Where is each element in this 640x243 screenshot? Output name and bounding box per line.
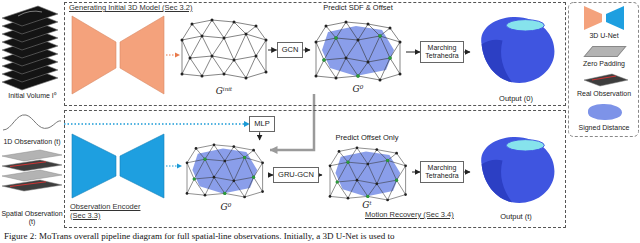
graph: G⁰ [182,140,270,212]
process-box: Marching Tetrahedra [420,161,464,183]
node-label: Output (t) [500,213,532,222]
node-label: Output (0) [499,95,533,104]
graph: Predict Offset OnlyGᵗ [322,134,412,210]
legend-swatch [588,104,622,120]
connector [464,52,470,53]
node-label: MLP [254,120,269,129]
signal-curve [3,115,61,130]
mesh-output: Output (0) [470,8,562,104]
figure-caption: Figure 2: MoTrans overall pipeline diagr… [4,231,636,242]
connector [406,52,420,53]
volume-stack [2,6,58,90]
legend-label: Real Observation [568,90,640,98]
connector [268,50,277,51]
node-label: Gᵗ [362,200,371,210]
node-label: G⁰ [221,202,232,212]
node-label: Observation Encoder (Sec 3.3) [70,203,150,220]
graph: Predict SDF & OffsetG⁰ [310,4,406,94]
mesh-output: Output (t) [470,128,562,222]
node-label: Spatial Observation (t) [0,210,64,226]
connector [319,175,322,176]
process-box: Marching Tetrahedra [420,41,464,63]
connector [259,132,260,140]
legend-frame [569,3,639,137]
stage-group: Generating Initial 3D Model (Sec 3.2) Gⁱⁿ… [64,2,566,106]
process-box: GRU-GCN [273,167,319,184]
node-label: Marching Tetrahedra [423,44,461,60]
node-label: 1D Observation (t) [3,138,60,146]
node-label: Gⁱⁿⁱᵗ [216,86,233,96]
node-label: GRU-GCN [278,171,314,180]
node-label: Predict Offset Only [336,134,399,143]
node-label: Marching Tetrahedra [423,164,461,180]
connector [270,94,314,150]
process-box: MLP [249,116,274,133]
connector [464,172,470,173]
unet-blue [72,134,164,198]
legend-label: 3D U-Net [568,32,640,40]
node-label: Motion Recovery (Sec 3.4) [365,211,454,220]
connector [64,123,249,124]
node-label: Generating Initial 3D Model (Sec 3.2) [69,4,192,13]
connector [303,50,310,51]
volume-figure: Initial Volume I⁰ [0,2,64,100]
graph: Gⁱⁿⁱᵗ [180,16,268,96]
connector [412,172,420,173]
legend-swatch [583,46,626,57]
signal-figure: 1D Observation (t) [0,108,64,146]
node-label: GCN [282,46,299,55]
stage-group: Observation Encoder (Sec 3.3) Motion Reco… [64,110,566,228]
observation-stack [2,150,62,191]
node-label: Predict SDF & Offset [323,4,392,13]
unet-orange [72,16,164,94]
observation-figure: Spatial Observation (t) [0,148,64,226]
process-box: GCN [277,42,304,59]
node-label: Initial Volume I⁰ [8,92,56,100]
legend-label: Signed Distance [568,124,640,132]
legend-label: Zero Padding [568,60,640,68]
node-label: G⁰ [353,84,364,94]
